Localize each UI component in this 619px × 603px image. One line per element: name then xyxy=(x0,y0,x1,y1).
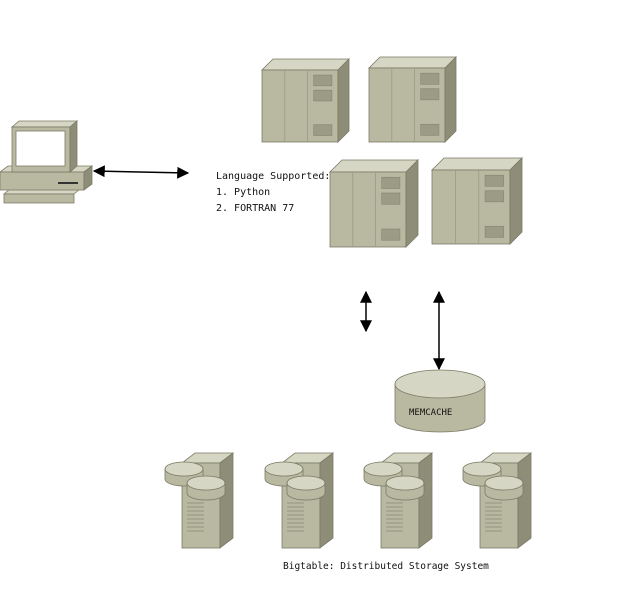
storage-server-icon xyxy=(164,452,235,549)
server-rack-icon xyxy=(431,157,523,245)
language-item-fortran: 2. FORTRAN 77 xyxy=(216,203,295,214)
storage-server-icon xyxy=(363,452,434,549)
server-rack-icon xyxy=(261,58,350,143)
bigtable-storage-units xyxy=(164,452,533,549)
languages-title: Language Supported: xyxy=(216,171,331,182)
client-server-arrow xyxy=(92,165,190,179)
server-rack-icon xyxy=(368,56,457,143)
memcache-cylinder-icon xyxy=(394,369,486,433)
app-servers xyxy=(261,56,523,248)
bigtable-label: Bigtable: Distributed Storage System xyxy=(283,561,489,572)
server-rack-icon xyxy=(329,159,419,248)
language-item-python: 1. Python xyxy=(216,187,271,198)
memcache-label: MEMCACHE xyxy=(409,408,453,418)
storage-server-icon xyxy=(264,452,335,549)
client-computer-icon xyxy=(0,120,94,204)
storage-server-icon xyxy=(462,452,533,549)
